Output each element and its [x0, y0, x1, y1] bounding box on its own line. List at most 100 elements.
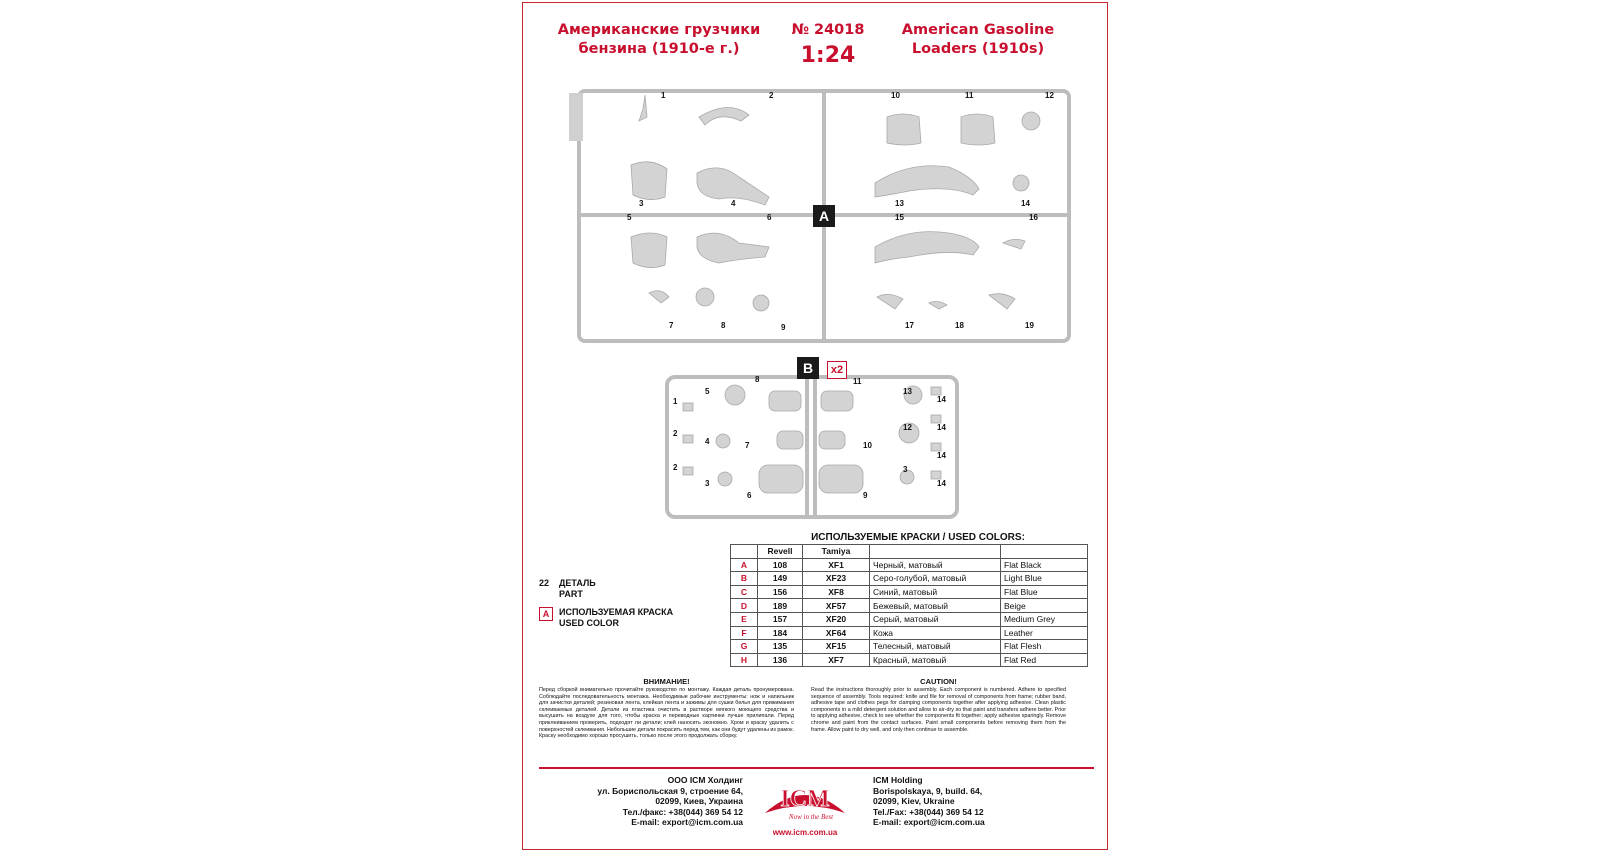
part-number: 2 [769, 91, 774, 100]
title-ru: Американские грузчики бензина (1910-е г.… [557, 22, 761, 57]
part-number: 13 [895, 199, 904, 208]
colors-title: ИСПОЛЬЗУЕМЫЕ КРАСКИ / USED COLORS: [811, 532, 1025, 543]
header-cell: Tamiya [802, 544, 870, 559]
part-number: 5 [627, 213, 632, 222]
revell-code: 156 [757, 584, 803, 600]
part-number: 5 [705, 387, 710, 396]
kit-scale: 1:24 [800, 43, 856, 68]
color-name-ru: Синий, матовый [869, 584, 1001, 600]
color-name-en: Flat Blue [1000, 584, 1088, 600]
part-number: 4 [731, 199, 736, 208]
revell-code: 136 [757, 652, 803, 668]
revell-code: 108 [757, 557, 803, 573]
part-number: 19 [1025, 321, 1034, 330]
email-en: E-mail: export@icm.com.ua [873, 817, 985, 827]
part-number: 14 [937, 451, 946, 460]
part-number: 10 [891, 91, 900, 100]
part-number: 1 [673, 397, 678, 406]
revell-code: 189 [757, 598, 803, 613]
address-line-ru: ул. Бориспольская 9, строение 64, [597, 785, 743, 796]
part-number: 8 [721, 321, 726, 330]
part-number: 7 [745, 441, 750, 450]
tamiya-code: XF23 [802, 571, 870, 586]
part-number: 15 [895, 213, 904, 222]
color-name-ru: Телесный, матовый [869, 639, 1001, 654]
color-name-en: Leather [1000, 625, 1088, 641]
part-number: 3 [705, 479, 710, 488]
part-number: 11 [853, 377, 862, 386]
header-cell [1000, 544, 1088, 559]
color-code: A [730, 557, 758, 573]
phone-en: Tel./Fax: +38(044) 369 54 12 [873, 806, 984, 817]
color-code: B [730, 571, 758, 586]
warning-text-ru: Перед сборкой внимательно прочитайте рук… [539, 687, 794, 740]
title-en: American Gasoline Loaders (1910s) [901, 22, 1055, 57]
address-ru: ООО ICM Холдинг ул. Бориспольская 9, стр… [563, 775, 743, 828]
sprue-a-tag: A [813, 205, 835, 227]
warning-text-en: Read the instructions thoroughly prior t… [811, 687, 1066, 733]
part-number: 9 [781, 323, 786, 332]
revell-code: 135 [757, 639, 803, 654]
address-line-en: 02099, Kiev, Ukraine [873, 796, 955, 806]
color-code: D [730, 598, 758, 613]
header-cell: Revell [757, 544, 803, 559]
colors-table: Revell Tamiya A 108 XF1 Черный, матовый … [730, 544, 1088, 668]
table-row: D 189 XF57 Бежевый, матовый Beige [730, 598, 1088, 613]
revell-code: 184 [757, 625, 803, 641]
part-number: 8 [755, 375, 760, 384]
color-name-ru: Бежевый, матовый [869, 598, 1001, 613]
tamiya-code: XF8 [802, 584, 870, 600]
part-number: 18 [955, 321, 964, 330]
legend-color-box: A [539, 607, 553, 621]
header-cell [730, 544, 758, 559]
website-link[interactable]: www.icm.com.ua [772, 828, 838, 837]
table-header-row: Revell Tamiya [730, 544, 1088, 559]
logo-text: ICM [780, 786, 829, 812]
color-name-en: Flat Flesh [1000, 639, 1088, 654]
sprue-b: B x2 1 2 2 3 3 4 5 6 7 8 9 10 11 12 13 1… [663, 357, 963, 527]
color-name-ru: Серый, матовый [869, 611, 1001, 627]
part-number: 14 [937, 395, 946, 404]
tamiya-code: XF57 [802, 598, 870, 613]
kit-number: № 24018 [791, 22, 865, 38]
tamiya-code: XF20 [802, 611, 870, 627]
color-code: E [730, 611, 758, 627]
address-line-en: Borispolskaya, 9, build. 64, [873, 785, 983, 796]
color-name-en: Light Blue [1000, 571, 1088, 586]
company-ru: ООО ICM Холдинг [667, 775, 743, 785]
icm-logo: ICM Now in the Best www.icm.com.ua [755, 773, 855, 837]
table-row: G 135 XF15 Телесный, матовый Flat Flesh [730, 639, 1088, 654]
legend-color-label: ИСПОЛЬЗУЕМАЯ КРАСКА USED COLOR [559, 607, 673, 629]
part-number: 12 [903, 423, 912, 432]
color-code: C [730, 584, 758, 600]
table-row: E 157 XF20 Серый, матовый Medium Grey [730, 611, 1088, 627]
table-row: C 156 XF8 Синий, матовый Flat Blue [730, 584, 1088, 600]
part-number: 17 [905, 321, 914, 330]
multiplier-badge: x2 [827, 361, 847, 379]
part-number: 2 [673, 429, 678, 438]
tamiya-code: XF1 [802, 557, 870, 573]
color-name-ru: Черный, матовый [869, 557, 1001, 573]
logo-slogan: Now in the Best [788, 813, 834, 821]
part-number: 11 [965, 91, 974, 100]
company-en: ICM Holding [873, 775, 923, 785]
email-ru: E-mail: export@icm.com.ua [631, 817, 743, 827]
color-name-ru: Красный, матовый [869, 652, 1001, 668]
legend-part-en: PART [559, 589, 583, 599]
part-number: 3 [639, 199, 644, 208]
table-row: B 149 XF23 Серо-голубой, матовый Light B… [730, 571, 1088, 586]
legend-color-en: USED COLOR [559, 618, 620, 628]
color-code: G [730, 639, 758, 654]
color-code: F [730, 625, 758, 641]
color-name-ru: Кожа [869, 625, 1001, 641]
header-cell [869, 544, 1001, 559]
sprue-b-tag: B [797, 357, 819, 379]
instruction-sheet: Американские грузчики бензина (1910-е г.… [522, 2, 1108, 850]
part-number: 1 [661, 91, 666, 100]
footer-divider [539, 767, 1094, 769]
table-row: H 136 XF7 Красный, матовый Flat Red [730, 652, 1088, 668]
part-number: 6 [747, 491, 752, 500]
sprue-a-drawing [569, 89, 1071, 343]
address-en: ICM Holding Borispolskaya, 9, build. 64,… [873, 775, 1063, 828]
part-number: 12 [1045, 91, 1054, 100]
